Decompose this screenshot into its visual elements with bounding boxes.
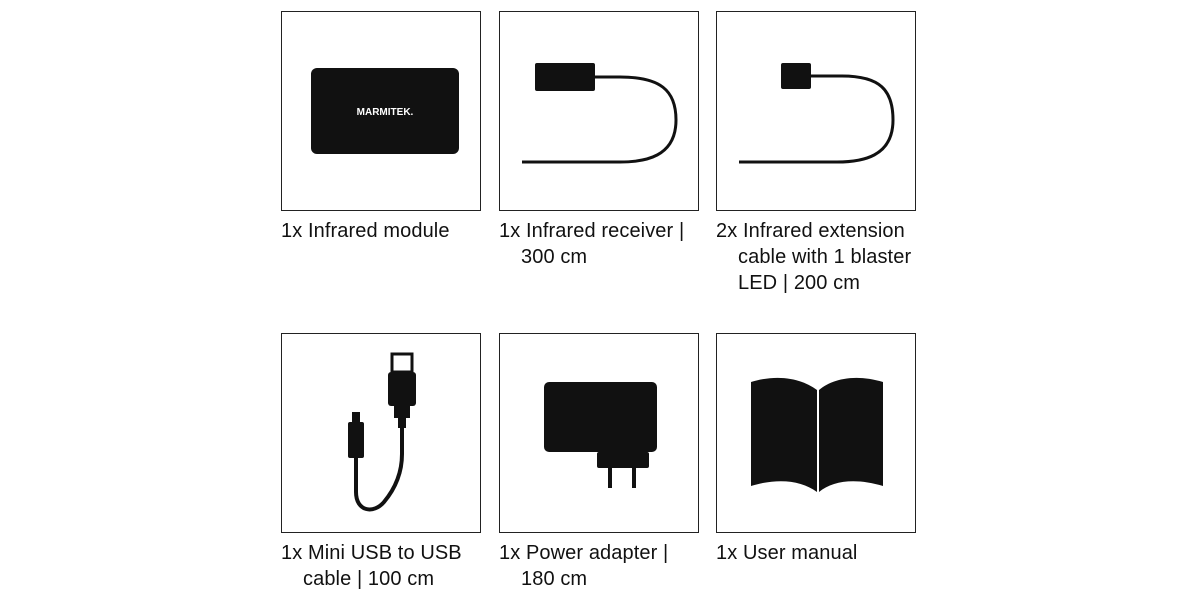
item-image-frame [281, 333, 481, 533]
item-image-frame [716, 11, 916, 211]
infrared-receiver-icon [522, 63, 678, 164]
item-image-frame: MARMITEK. [281, 11, 481, 211]
item-caption: 1x Mini USB to USB cable | 100 cm [281, 542, 462, 590]
item-extension-cable: 2x Infrared extension cable with 1 blast… [716, 11, 916, 296]
item-image-frame [499, 333, 699, 533]
item-user-manual: 1x User manual [716, 333, 916, 566]
item-usb-cable: 1x Mini USB to USB cable | 100 cm [281, 333, 481, 592]
item-caption: 1x Power adapter | 180 cm [499, 542, 669, 590]
item-caption: 1x Infrared receiver | 300 cm [499, 220, 685, 268]
power-adapter-icon [544, 382, 657, 488]
item-image-frame [499, 11, 699, 211]
item-infrared-receiver: 1x Infrared receiver | 300 cm [499, 11, 699, 270]
item-power-adapter: 1x Power adapter | 180 cm [499, 333, 699, 592]
brand-logo-text: MARMITEK. [357, 107, 414, 118]
extension-cable-icon [739, 63, 895, 164]
book-icon [751, 377, 883, 492]
usb-cable-icon [348, 352, 416, 512]
item-caption: 1x User manual [716, 542, 858, 564]
item-caption: 2x Infrared extension cable with 1 blast… [716, 220, 912, 294]
infrared-module-icon: MARMITEK. [311, 68, 459, 154]
item-image-frame [716, 333, 916, 533]
item-infrared-module: MARMITEK. 1x Infrared module [281, 11, 481, 244]
item-caption: 1x Infrared module [281, 220, 450, 242]
